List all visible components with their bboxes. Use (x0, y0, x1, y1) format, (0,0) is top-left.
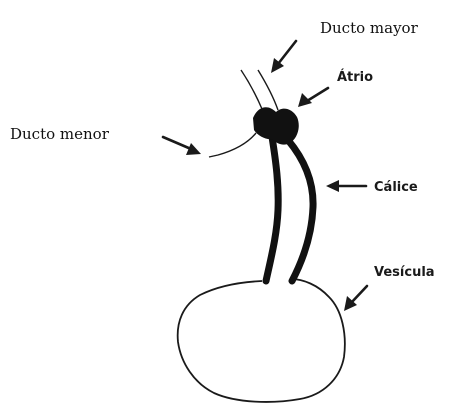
ducto-mayor-line-left (241, 70, 262, 109)
arrow-vesicula (344, 286, 367, 311)
arrow-calice (326, 180, 366, 192)
vesicle-sac (178, 279, 345, 402)
atrio-shape (253, 107, 299, 144)
label-ducto-mayor: Ducto mayor (320, 19, 419, 37)
ducto-mayor-line-right (258, 70, 278, 110)
arrow-atrio (298, 88, 328, 107)
label-calice: Cálice (374, 180, 418, 195)
label-vesicula: Vesícula (374, 265, 435, 280)
calice-stalk-left (266, 137, 278, 281)
label-atrio: Átrio (337, 69, 373, 85)
label-ducto-menor: Ducto menor (10, 125, 110, 143)
ducto-menor-line (209, 133, 256, 157)
arrow-ducto-menor (163, 137, 201, 155)
calice-stalk-right (288, 140, 313, 281)
arrow-ducto-mayor (271, 41, 296, 73)
